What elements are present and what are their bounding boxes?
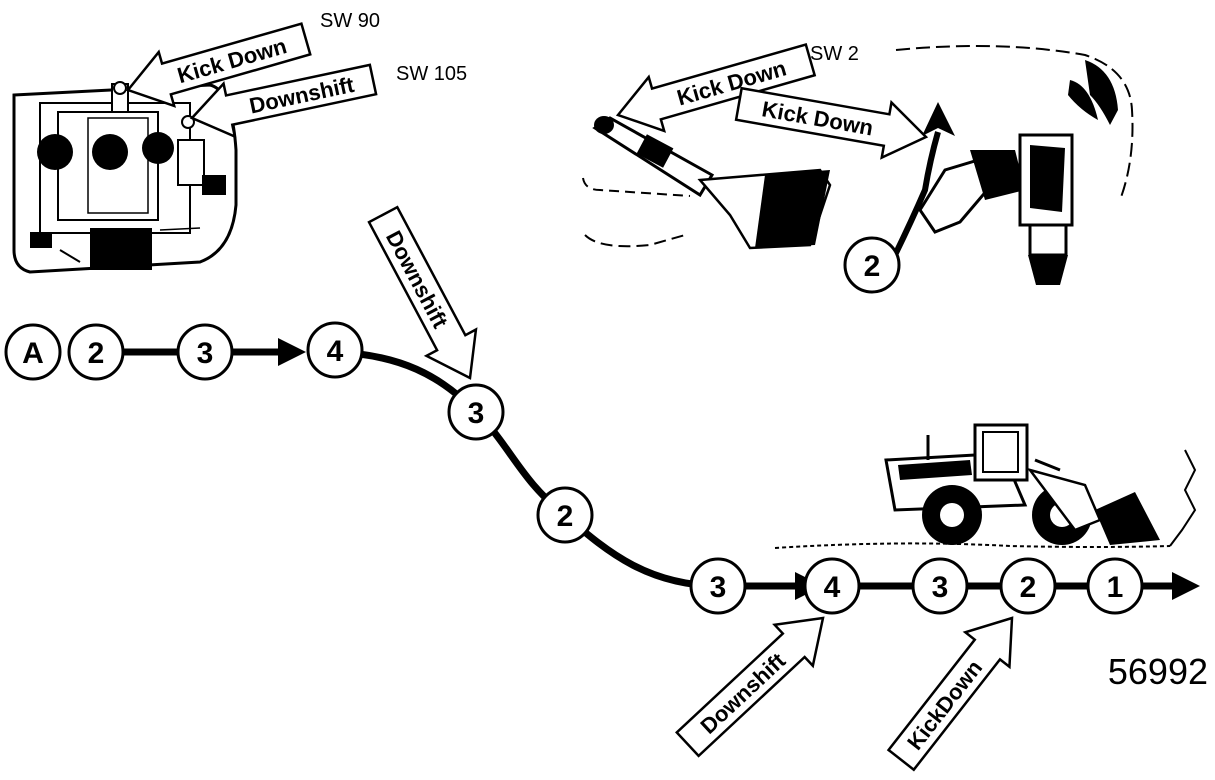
gear-node-label: 2 xyxy=(557,500,574,533)
sw2-label: SW 2 xyxy=(810,43,859,65)
downshift-arrow-mid: Downshift xyxy=(367,205,478,380)
gear-node: 1 xyxy=(1086,557,1144,615)
gear-node: 3 xyxy=(689,557,747,615)
control-panel-illustration xyxy=(12,81,238,274)
gear-node-start-label: A xyxy=(22,337,44,370)
gear-node: 4 xyxy=(306,321,364,379)
wheel-loader-illustration xyxy=(774,423,1197,549)
downshift-label-bottom: Downshift xyxy=(695,648,790,739)
gear-node-label: 4 xyxy=(327,335,344,368)
sw90-label: SW 90 xyxy=(320,10,380,32)
gear-node-label: 2 xyxy=(88,337,105,370)
gear-node-start: A xyxy=(4,323,62,381)
gear-node-label: 2 xyxy=(1020,571,1037,604)
gear-node-label: 3 xyxy=(468,397,485,430)
kickdown-label-bottom: KickDown xyxy=(902,655,987,754)
kick-down-label-top: Kick Down xyxy=(174,33,289,88)
lever-gear-badge: 2 xyxy=(843,236,901,294)
gear-node: 4 xyxy=(803,557,861,615)
gear-node-label: 1 xyxy=(1107,571,1124,604)
gear-node: 3 xyxy=(176,323,234,381)
sequence-arrowhead-1 xyxy=(278,338,306,366)
gear-node-label: 3 xyxy=(932,571,949,604)
gear-node: 2 xyxy=(999,557,1057,615)
gear-node-label: 3 xyxy=(197,337,214,370)
kickdown-arrow-bottom: KickDown xyxy=(886,616,1014,772)
figure-number: 56992 xyxy=(1108,651,1208,692)
kick-down-lever-illustration xyxy=(582,45,1134,285)
gear-node: 2 xyxy=(536,486,594,544)
gear-node-label: 3 xyxy=(710,571,727,604)
sw105-label: SW 105 xyxy=(396,63,467,85)
gear-node: 3 xyxy=(447,383,505,441)
lever-gear-badge-number: 2 xyxy=(864,250,881,283)
gear-node-label: 4 xyxy=(824,571,841,604)
downshift-arrow-bottom: Downshift xyxy=(675,616,825,758)
gear-node: 2 xyxy=(67,323,125,381)
sequence-arrowhead-end xyxy=(1172,572,1200,600)
gear-node: 3 xyxy=(911,557,969,615)
